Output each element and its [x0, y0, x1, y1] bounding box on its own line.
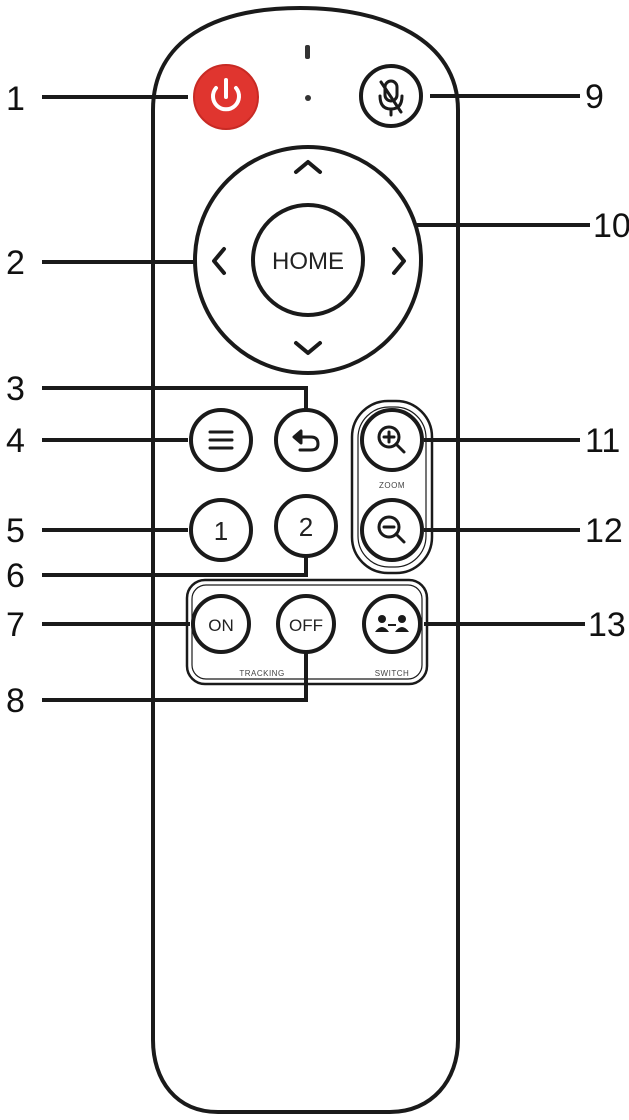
chevron-down-icon[interactable] [294, 341, 322, 355]
status-led [305, 95, 311, 101]
button-2-label: 2 [299, 512, 313, 542]
power-icon [211, 78, 241, 112]
tracking-label: TRACKING [239, 669, 284, 678]
callout-12: 12 [585, 512, 623, 550]
tracking-on-label: ON [208, 616, 234, 635]
callout-13: 13 [588, 606, 626, 644]
switch-person-icon [375, 615, 409, 632]
switch-label: SWITCH [375, 669, 410, 678]
switch-button[interactable] [362, 594, 422, 654]
menu-icon [208, 430, 234, 450]
chevron-right-icon[interactable] [392, 247, 406, 275]
callout-10: 10 [593, 207, 629, 245]
menu-button[interactable] [189, 408, 253, 472]
callout-lines [42, 94, 590, 702]
power-button[interactable] [193, 64, 259, 130]
chevron-left-icon[interactable] [212, 247, 226, 275]
zoom-out-button[interactable] [360, 498, 424, 562]
button-1-label: 1 [214, 516, 228, 546]
back-button[interactable] [274, 408, 338, 472]
callout-3: 3 [6, 370, 25, 408]
tracking-switch-group [185, 578, 429, 686]
tracking-off-button[interactable]: OFF [276, 594, 336, 654]
chevron-up-icon[interactable] [294, 160, 322, 174]
microphone-slot [305, 45, 310, 59]
zoom-in-button[interactable] [360, 408, 424, 472]
callout-6: 6 [6, 557, 25, 595]
callout-5: 5 [6, 512, 25, 550]
callout-7: 7 [6, 606, 25, 644]
home-button[interactable]: HOME [251, 203, 365, 317]
home-label: HOME [272, 248, 344, 275]
zoom-label: ZOOM [379, 481, 405, 490]
callout-11: 11 [585, 422, 620, 460]
zoom-out-icon [377, 515, 406, 544]
callout-4: 4 [6, 422, 25, 460]
tracking-on-button[interactable]: ON [191, 594, 251, 654]
zoom-in-icon [377, 425, 406, 454]
button-2[interactable]: 2 [274, 494, 338, 558]
back-arrow-icon [292, 429, 320, 452]
tracking-off-label: OFF [289, 616, 323, 635]
zoom-group [350, 399, 434, 575]
callout-2: 2 [6, 244, 25, 282]
microphone-button[interactable] [359, 64, 423, 128]
callout-9: 9 [585, 78, 604, 116]
callout-1: 1 [6, 80, 25, 118]
microphone-muted-icon [378, 79, 404, 117]
callout-8: 8 [6, 682, 25, 720]
button-1[interactable]: 1 [189, 498, 253, 562]
